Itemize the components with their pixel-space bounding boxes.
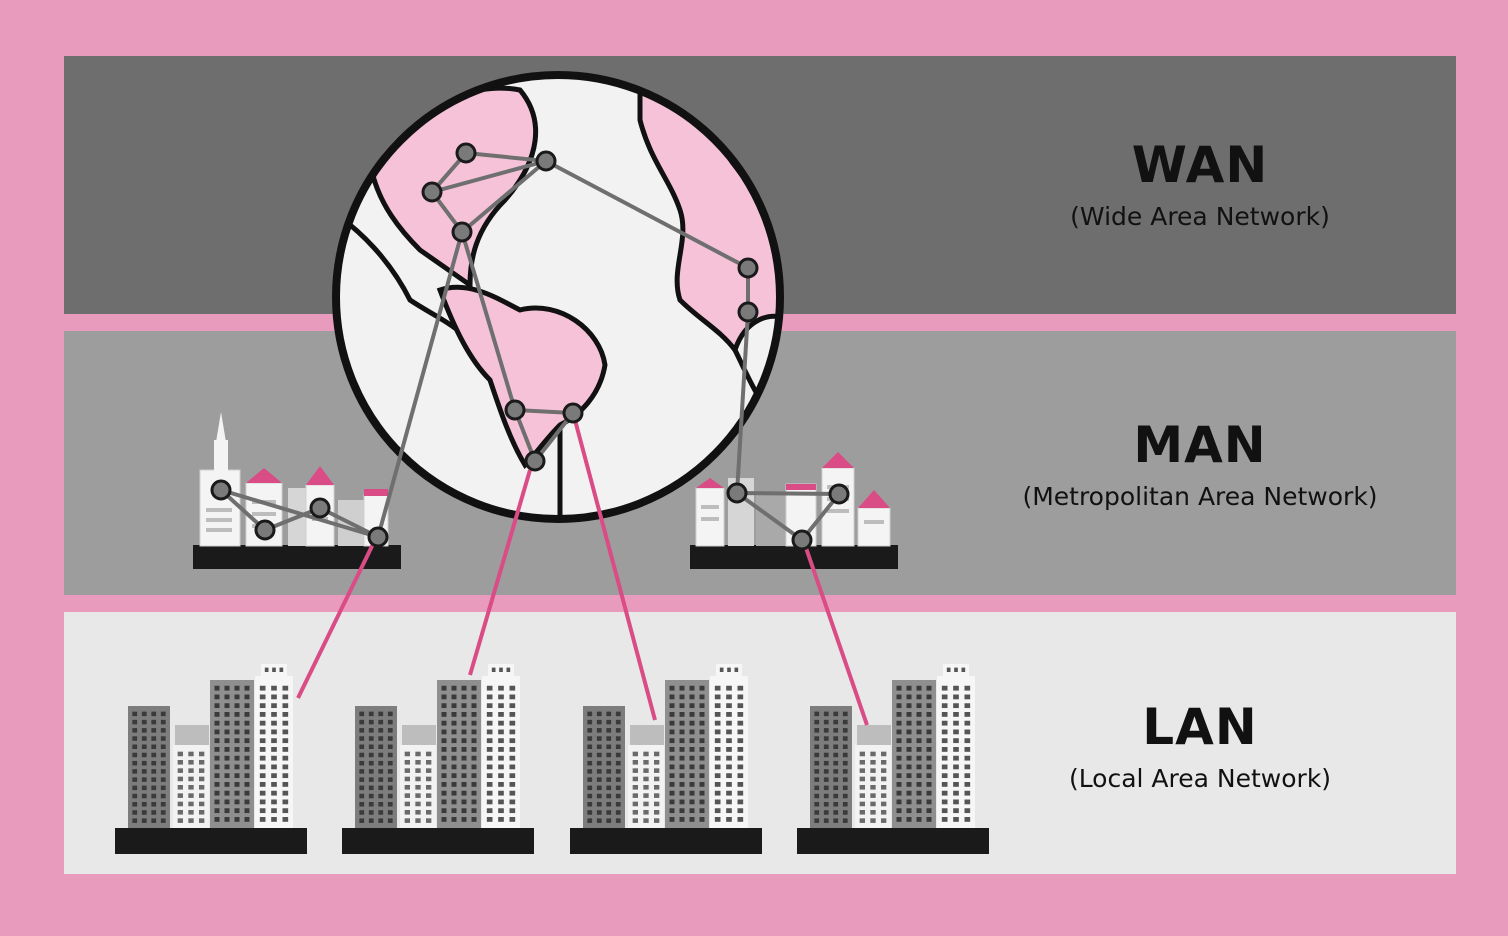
lan-office-cluster-3: [570, 664, 762, 854]
lan-office-cluster-4: [797, 664, 989, 854]
wan-label: WAN (Wide Area Network): [950, 140, 1450, 229]
lan-title: LAN: [1142, 698, 1258, 756]
lan-office-cluster-1: [115, 664, 307, 854]
wan-title: WAN: [1131, 136, 1269, 194]
wan-subtitle: (Wide Area Network): [1070, 202, 1330, 231]
man-label: MAN (Metropolitan Area Network): [950, 420, 1450, 509]
man-subtitle: (Metropolitan Area Network): [1022, 482, 1378, 511]
lan-subtitle: (Local Area Network): [1068, 764, 1332, 793]
globe-icon: [332, 71, 784, 523]
lan-label: LAN (Local Area Network): [950, 702, 1450, 791]
lan-links: [296, 419, 869, 726]
lan-office-cluster-2: [342, 664, 534, 854]
man-title: MAN: [1133, 416, 1267, 474]
network-nodes: [210, 142, 850, 551]
man-city-cluster-right: [690, 452, 898, 569]
